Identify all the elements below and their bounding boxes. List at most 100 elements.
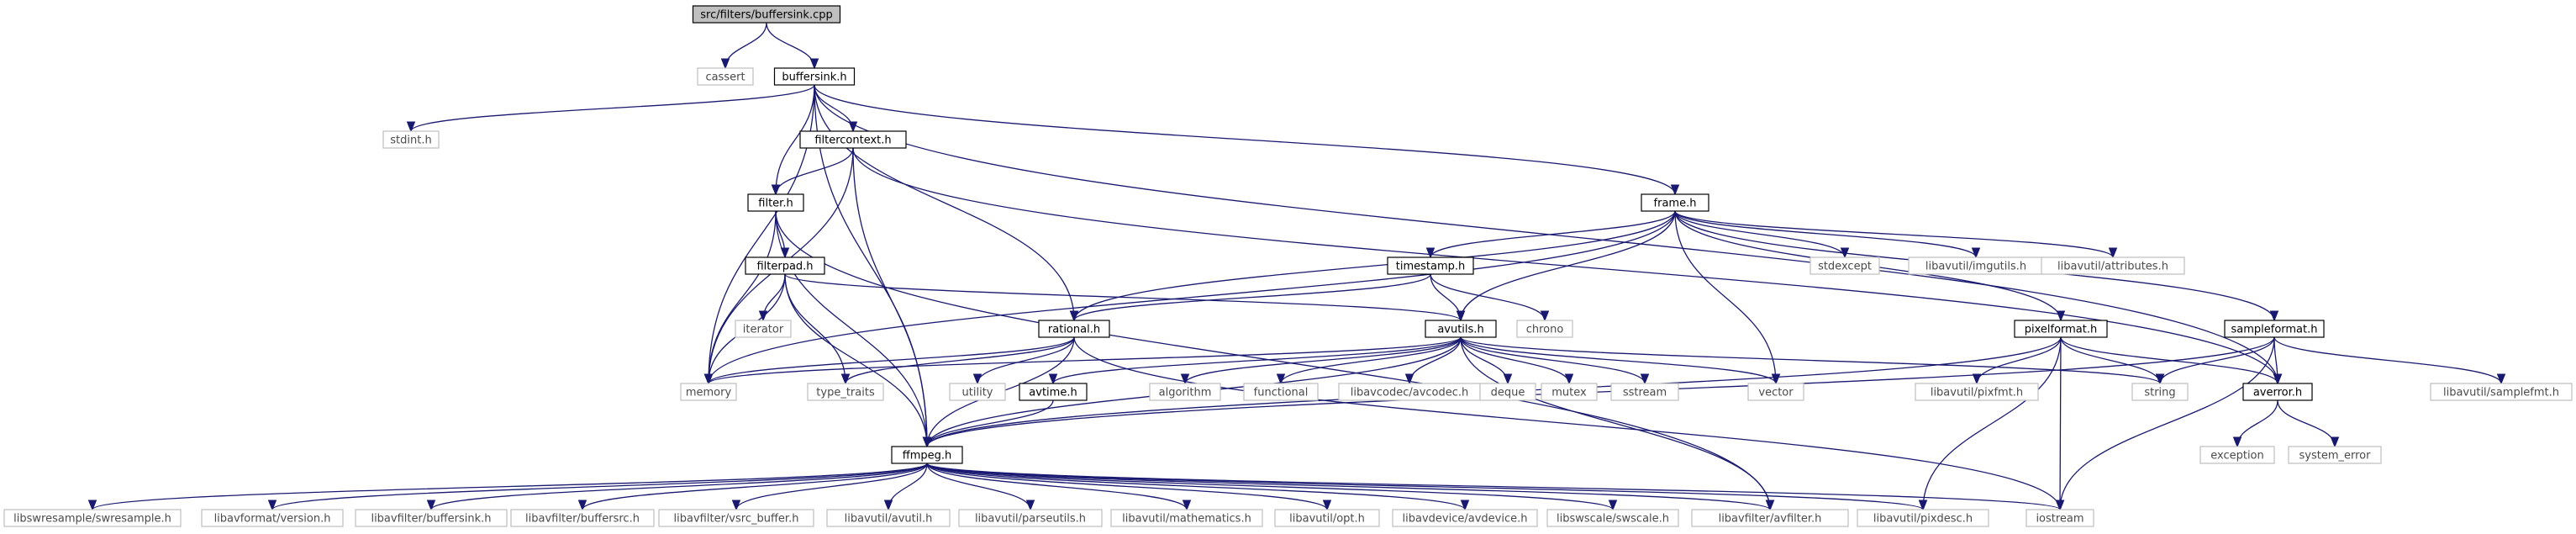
node-box-stdexcept: [1810, 256, 1880, 275]
node-type_traits: type_traits: [807, 383, 884, 401]
node-imgutils: libavutil/imgutils.h: [1908, 256, 2044, 275]
node-label-filtercontext: filtercontext.h: [814, 135, 891, 147]
edge-rational-to-iostream: [1073, 336, 2060, 510]
node-box-filter: [747, 193, 804, 212]
node-samplefmt: libavutil/samplefmt.h: [2430, 383, 2573, 401]
edge-sampleformat-to-samplefmt: [2273, 336, 2501, 384]
node-box-ffmpeg: [891, 446, 963, 464]
node-label-samplefmt: libavutil/samplefmt.h: [2443, 387, 2559, 399]
node-label-rational: rational.h: [1048, 324, 1100, 336]
node-avutils[interactable]: avutils.h: [1425, 320, 1497, 338]
node-label-timestamp: timestamp.h: [1396, 261, 1466, 273]
node-deque: deque: [1479, 383, 1536, 401]
node-label-avcodec: libavcodec/avcodec.h: [1351, 387, 1469, 399]
node-box-opt: [1274, 509, 1380, 527]
edge-avutils-to-algorithm: [1185, 336, 1462, 384]
node-sstream: sstream: [1610, 383, 1679, 401]
node-opt: libavutil/opt.h: [1274, 509, 1380, 527]
node-box-pixelformat: [2014, 320, 2108, 338]
node-box-utility: [949, 383, 1006, 401]
node-filterpad[interactable]: filterpad.h: [745, 256, 825, 275]
edge-avutils-to-deque: [1460, 336, 1508, 384]
node-label-deque: deque: [1491, 387, 1525, 399]
node-attributes: libavutil/attributes.h: [2041, 256, 2185, 275]
node-box-filtercontext: [799, 130, 907, 149]
node-label-swresample: libswresample/swresample.h: [13, 513, 171, 526]
node-label-ffmpeg: ffmpeg.h: [903, 450, 952, 463]
node-rational[interactable]: rational.h: [1038, 320, 1110, 338]
node-label-chrono: chrono: [1526, 324, 1564, 336]
node-box-swresample: [3, 509, 182, 527]
edge-ffmpeg-to-avdevice: [926, 463, 1465, 510]
node-box-mathematics: [1110, 509, 1263, 527]
node-frame[interactable]: frame.h: [1641, 193, 1709, 212]
node-root[interactable]: src/filters/buffersink.cpp: [692, 5, 841, 24]
node-chrono: chrono: [1516, 320, 1573, 338]
node-label-swscale: libswscale/swscale.h: [1557, 513, 1669, 526]
node-box-deque: [1479, 383, 1536, 401]
node-stdint: stdint.h: [382, 130, 440, 149]
node-utility: utility: [949, 383, 1006, 401]
edge-avutils-to-string: [1460, 336, 2160, 384]
node-filtercontext[interactable]: filtercontext.h: [799, 130, 907, 149]
node-box-attributes: [2041, 256, 2185, 275]
node-label-avdevice: libavdevice/avdevice.h: [1403, 513, 1528, 526]
edge-frame-to-vector: [1674, 210, 1776, 383]
node-box-type_traits: [807, 383, 884, 401]
node-avutil_h: libavutil/avutil.h: [826, 509, 951, 527]
node-ffmpeg[interactable]: ffmpeg.h: [891, 446, 963, 464]
edge-ffmpeg-to-swresample: [92, 463, 928, 510]
node-box-vector: [1747, 383, 1804, 401]
edge-frame-to-stdexcept: [1674, 210, 1845, 258]
node-label-utility: utility: [962, 387, 993, 399]
edge-rational-to-type_traits: [845, 336, 1075, 384]
edge-sampleformat-to-iostream: [2060, 336, 2275, 510]
node-label-sampleformat: sampleformat.h: [2231, 324, 2317, 336]
node-mathematics: libavutil/mathematics.h: [1110, 509, 1263, 527]
edge-ffmpeg-to-vsrc_buffer: [736, 463, 928, 510]
node-box-stdint: [382, 130, 440, 149]
node-box-iostream: [2026, 509, 2094, 527]
node-averror[interactable]: averror.h: [2242, 383, 2313, 401]
nodes-layer: src/filters/buffersink.cpp cassert buffers…: [3, 5, 2573, 527]
node-avfilter: libavfilter/avfilter.h: [1691, 509, 1849, 527]
node-label-attributes: libavutil/attributes.h: [2057, 261, 2168, 273]
edge-averror-to-exception: [2237, 399, 2278, 447]
edge-filter-to-memory: [709, 210, 777, 383]
node-pixelformat[interactable]: pixelformat.h: [2014, 320, 2108, 338]
node-buffersink_lib: libavfilter/buffersink.h: [355, 509, 508, 527]
node-box-rational: [1038, 320, 1110, 338]
node-label-opt: libavutil/opt.h: [1289, 513, 1365, 526]
node-box-buffersink: [773, 67, 856, 86]
node-box-functional: [1243, 383, 1319, 401]
node-label-type_traits: type_traits: [816, 387, 875, 399]
node-avtime[interactable]: avtime.h: [1019, 383, 1088, 401]
edge-timestamp-to-rational: [1074, 273, 1431, 321]
edge-avtime-to-ffmpeg: [927, 399, 1054, 447]
node-pixdesc: libavutil/pixdesc.h: [1857, 509, 1989, 527]
node-timestamp[interactable]: timestamp.h: [1387, 256, 1474, 275]
edge-timestamp-to-avutils: [1430, 273, 1461, 320]
node-label-root: src/filters/buffersink.cpp: [700, 9, 832, 22]
edge-frame-to-imgutils: [1674, 210, 1976, 258]
edge-buffersink-to-stdint: [411, 84, 815, 132]
edge-frame-to-timestamp: [1430, 210, 1676, 258]
node-box-mutex: [1541, 383, 1598, 401]
node-cassert: cassert: [697, 67, 754, 86]
node-label-pixdesc: libavutil/pixdesc.h: [1873, 513, 1973, 526]
node-avdevice: libavdevice/avdevice.h: [1392, 509, 1538, 527]
node-sampleformat[interactable]: sampleformat.h: [2224, 320, 2325, 338]
node-buffersink[interactable]: buffersink.h: [773, 67, 856, 86]
node-buffersrc_lib: libavfilter/buffersrc.h: [510, 509, 655, 527]
edge-ffmpeg-to-avfilter: [926, 463, 1770, 510]
node-label-vector: vector: [1758, 387, 1794, 399]
node-label-functional: functional: [1254, 387, 1309, 399]
node-box-memory: [680, 383, 737, 401]
node-box-buffersrc_lib: [510, 509, 655, 527]
node-box-avutil_h: [826, 509, 951, 527]
node-filter[interactable]: filter.h: [747, 193, 804, 212]
edge-buffersink-to-memory: [709, 84, 815, 383]
edge-pixelformat-to-averror: [2060, 336, 2278, 384]
edge-ffmpeg-to-swscale: [926, 463, 1613, 510]
node-mutex: mutex: [1541, 383, 1598, 401]
